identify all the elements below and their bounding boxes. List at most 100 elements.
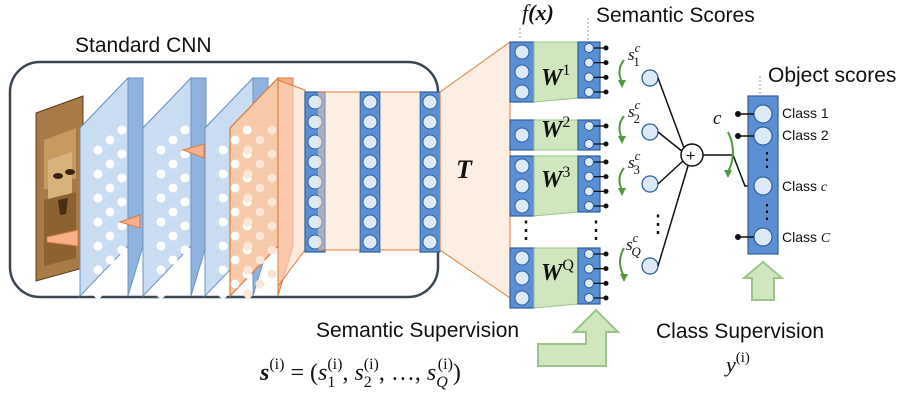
fc-column [304,91,326,253]
receptive-fields [46,79,306,288]
standard-cnn-label: Standard CNN [75,34,212,57]
weight-W2: W2 [541,114,570,143]
conv-dot [230,159,240,169]
conv-dot [255,159,265,169]
dots-fx: ⋮ [514,217,538,244]
conv-dot [255,183,265,193]
conv-dot [218,265,228,275]
object-dots-1: ⋮ [757,149,777,171]
fc-neuron [307,174,323,190]
fx-neuron [514,198,530,214]
score-neuron [584,157,594,167]
conv-dot [230,207,240,217]
conv-dot [218,241,228,251]
conv-dot [156,193,166,203]
c-arrow [727,131,734,173]
conv-dot [218,193,228,203]
fc-neuron [422,214,438,230]
fc-neuron [422,234,438,250]
fx-neuron [514,84,530,100]
arrow-right-green-semantic [537,308,621,367]
conv-dot [105,207,115,217]
score-block [577,119,601,151]
conv-dot [218,217,228,227]
score-stub-dot [603,60,609,66]
fx-label: f(x) [522,0,554,25]
score-arrows [618,59,625,277]
conv-dot [105,255,115,265]
score-neuron [584,87,594,97]
fc-connections [318,91,420,251]
dots-scores: ⋮ [584,217,608,244]
fc-neuron [307,114,323,130]
conv-dot [230,183,240,193]
weight-WQ: WQ [541,257,574,286]
score-neuron [584,121,594,131]
object-stub-dots [735,111,741,240]
conv-dot [243,265,253,275]
score-stub-dot [603,74,609,80]
conv-dot [93,289,103,299]
score-stub-dot [603,251,609,257]
score-stub-dot [603,141,609,147]
fc-neuron [362,174,378,190]
class-supervision-label: Class Supervision [656,320,824,343]
fc-neuron [422,174,438,190]
score-stub-dot [603,123,609,129]
score-circles [641,69,659,275]
fx-neuron [514,178,530,194]
fc-neuron [362,134,378,150]
score-neuron [584,249,594,259]
semantic-scores-label: Semantic Scores [596,4,755,27]
fc-neuron [422,114,438,130]
fc-neuron [307,194,323,210]
conv-dot [168,135,178,145]
conv-dot [180,269,190,279]
conv-dot [117,197,127,207]
fc-neuron [307,154,323,170]
conv-dot [117,173,127,183]
class-1-label: Class 1 [782,105,829,121]
conv-dot [156,217,166,227]
score-neuron [584,263,594,274]
conv-dot [267,173,277,183]
conv-dot [180,245,190,255]
fc-neuron [362,154,378,170]
conv-dot [93,145,103,155]
conv-dot [242,125,252,135]
conv-dot [93,169,103,179]
sum-lines [657,77,689,267]
y-label: y(i) [724,350,750,377]
score-neuron [584,293,594,303]
conv-dot [168,159,178,169]
score-neuron [584,201,594,211]
conv-dot [230,231,240,241]
score-block [577,247,601,305]
conv-dot [180,221,190,231]
conv-block-1 [78,76,145,298]
c-label: c [713,108,722,129]
fx-neuron [514,127,530,143]
conv-dot [255,279,265,289]
arrow-up-green-class [741,260,785,301]
conv-dot [218,169,228,179]
semantic-groups [509,41,609,309]
conv-dot [156,265,166,275]
score-neuron [584,72,594,83]
conv-dot [117,125,127,135]
object-circles [753,104,773,247]
conv-dot [93,265,103,275]
conv-dot [267,125,277,135]
lion-image [35,95,84,282]
score-stub-dot [603,280,609,286]
fx-neuron [514,64,530,80]
conv-dot [218,145,228,155]
conv-dot [156,241,166,251]
conv-dot [156,145,166,155]
conv-dot [267,221,277,231]
fc-neuron [307,234,323,250]
